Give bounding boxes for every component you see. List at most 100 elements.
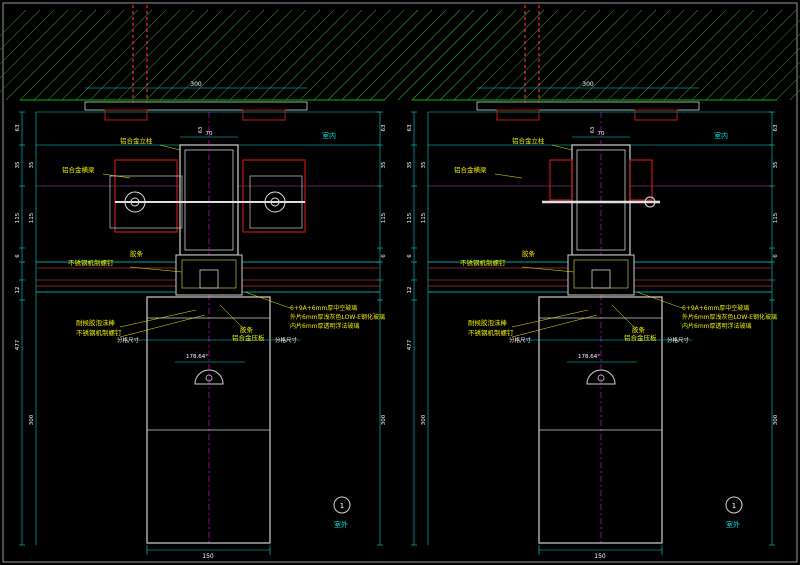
pressure-plate-area: [175, 254, 243, 296]
hatch-line: [663, 9, 755, 101]
hatch-line: [173, 9, 265, 101]
label-aluminium-transom: 铝合金横梁: [454, 165, 487, 174]
hatch-line: [677, 9, 769, 101]
dim-text-63r: 63: [381, 124, 387, 131]
hatch-line: [425, 9, 517, 101]
hatch-line: [621, 9, 713, 101]
drain-hole-arc: [194, 369, 224, 385]
hatch-line: [299, 9, 391, 101]
dim-text-70: 70: [206, 131, 213, 137]
leader-line: [521, 266, 575, 273]
hatch-line: [439, 9, 531, 101]
label-grid-size: 分格尺寸: [117, 336, 140, 344]
lower-cover-box: [538, 296, 663, 544]
hatch-line: [201, 9, 293, 101]
hatch-line: [61, 9, 153, 101]
dim-text-115b: 115: [421, 212, 427, 223]
concrete-slab-hatch: [327, 5, 800, 110]
dim-text-300b: 300: [29, 414, 35, 425]
drain-hole-arc: [586, 369, 616, 385]
hatch-line: [89, 9, 181, 101]
leader-line: [636, 291, 683, 309]
hatch-line: [313, 9, 405, 101]
label-outdoor: 室外: [334, 520, 348, 529]
dim-text-angle: 178.64°: [186, 354, 208, 360]
dim-text-115: 115: [407, 212, 413, 223]
hatch-line: [0, 9, 41, 51]
hatch-line: [187, 9, 279, 101]
label-aluminium-transom: 铝合金横梁: [62, 165, 95, 174]
leader-line: [119, 309, 197, 328]
dim-text-300b: 300: [421, 414, 427, 425]
detail-panel-right: 3006335115612477351153006335115630070631…: [327, 5, 800, 560]
label-gasket: 胶条: [130, 249, 144, 258]
steel-bracket-right: [242, 159, 306, 233]
top-bracket: [242, 109, 286, 121]
dim-text-angle: 178.64°: [578, 354, 600, 360]
hatch-line: [271, 9, 363, 101]
dim-text-35b: 35: [29, 161, 35, 168]
label-stainless-screw: 不锈钢机制螺钉: [460, 258, 506, 267]
top-bracket: [104, 109, 148, 121]
label-aluminium-mullion: 铝合金立柱: [512, 136, 545, 145]
hatch-line: [0, 9, 27, 37]
hatch-line: [607, 9, 699, 101]
top-bracket: [496, 109, 540, 121]
hatch-line: [47, 9, 139, 101]
dim-text-6: 6: [15, 254, 21, 258]
hatch-line: [355, 9, 447, 101]
hatch-line: [551, 9, 643, 101]
embedded-plate: [84, 101, 308, 111]
steel-bracket-right: [629, 159, 653, 201]
hatch-line: [0, 9, 83, 93]
hatch-line: [775, 75, 800, 101]
hatch-line: [257, 9, 349, 101]
label-pressure-plate: 铝合金压板: [232, 333, 265, 342]
top-bracket: [634, 109, 678, 121]
hatch-line: [495, 9, 587, 101]
hatch-line: [761, 61, 800, 101]
label-grid-size-2: 分格尺寸: [667, 336, 690, 344]
hatch-line: [565, 9, 657, 101]
section-mark-number: 1: [732, 502, 736, 510]
hatch-line: [453, 9, 545, 101]
pressure-plate-area: [567, 254, 635, 296]
hatch-line: [719, 19, 800, 101]
section-mark-number: 1: [340, 502, 344, 510]
leader-line: [511, 314, 598, 338]
dim-text-35r: 35: [381, 161, 387, 168]
dim-text-115r: 115: [381, 212, 387, 223]
label-stainless-screw: 不锈钢机制螺钉: [68, 258, 114, 267]
leader-line: [494, 173, 523, 179]
dim-text-477: 477: [15, 339, 21, 350]
screw-boss: [199, 269, 219, 289]
dim-text-300: 300: [190, 81, 202, 88]
hatch-line: [481, 9, 573, 101]
dim-text-6: 6: [407, 254, 413, 258]
dim-text-63: 63: [407, 124, 413, 131]
section-mark-circle: [333, 496, 351, 514]
steel-bracket-left: [549, 159, 573, 201]
embedded-plate: [476, 101, 700, 111]
hatch-line: [327, 9, 419, 101]
dim-text-115b: 115: [29, 212, 35, 223]
drain-hole: [205, 374, 213, 382]
label-foam-rod: 耐候胶泡沫棒: [468, 318, 508, 327]
dim-text-35: 35: [15, 161, 21, 168]
detail-panel-left: 3006335115612477351153006335115630070631…: [0, 5, 545, 560]
label-stainless-screw-2: 不锈钢机制螺钉: [468, 328, 514, 337]
label-pressure-plate: 铝合金压板: [624, 333, 657, 342]
dim-text-35: 35: [407, 161, 413, 168]
label-glass-spec: 6+9A+6mm厚中空玻璃: [682, 304, 749, 312]
screw-boss: [591, 269, 611, 289]
hatch-line: [467, 9, 559, 101]
label-indoor: 室内: [322, 131, 336, 140]
label-glass-inner: 内片6mm厚透明浮法玻璃: [682, 322, 752, 330]
hatch-line: [369, 9, 461, 101]
label-gasket: 胶条: [522, 249, 536, 258]
leader-line: [219, 304, 246, 331]
dim-text-150: 150: [594, 553, 606, 560]
hatch-line: [103, 9, 195, 101]
